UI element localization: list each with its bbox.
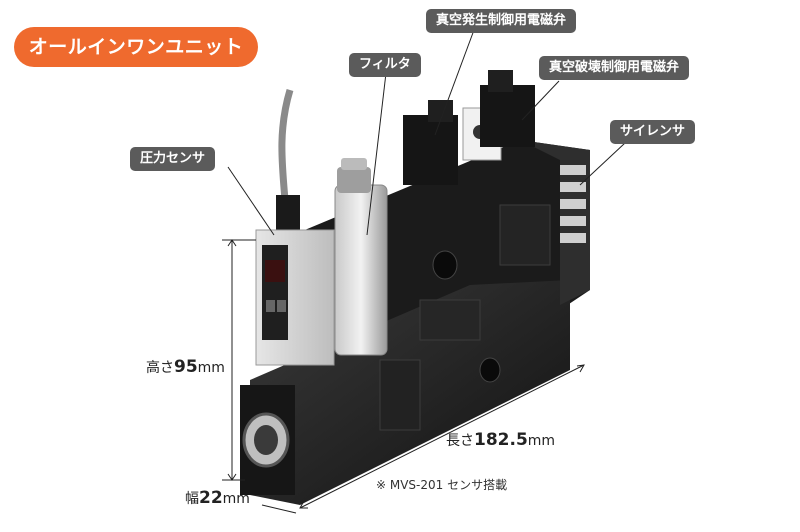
dimension-height: 高さ95mm [146, 357, 225, 377]
length-prefix: 長さ [446, 433, 474, 449]
length-unit: mm [527, 433, 556, 449]
solenoid-valves [403, 70, 535, 185]
page-title-badge: オールインワンユニット [14, 27, 258, 67]
silencer-fins [560, 165, 586, 243]
leader-lines [227, 29, 626, 236]
label-vacuum-gen-valve: 真空発生制御用電磁弁 [426, 9, 577, 33]
width-unit: mm [222, 491, 250, 507]
height-prefix: 高さ [146, 360, 174, 376]
dimension-length: 長さ182.5mm [446, 430, 555, 450]
height-value: 95 [174, 357, 198, 377]
width-prefix: 幅 [185, 491, 199, 507]
label-silencer: サイレンサ [610, 120, 696, 144]
width-value: 22 [199, 488, 223, 508]
dimension-width: 幅22mm [185, 488, 250, 508]
filter-bowl [334, 158, 388, 356]
pressure-sensor [255, 88, 335, 366]
label-filter: フィルタ [349, 53, 421, 77]
port-fitting [240, 385, 295, 495]
dimension-lines [222, 239, 585, 514]
height-unit: mm [197, 360, 225, 376]
label-pressure-sensor: 圧力センサ [130, 147, 216, 171]
sensor-note: ※ MVS-201 センサ搭載 [376, 478, 508, 492]
label-vacuum-break-valve: 真空破壊制御用電磁弁 [539, 56, 690, 80]
length-value: 182.5 [474, 430, 528, 450]
